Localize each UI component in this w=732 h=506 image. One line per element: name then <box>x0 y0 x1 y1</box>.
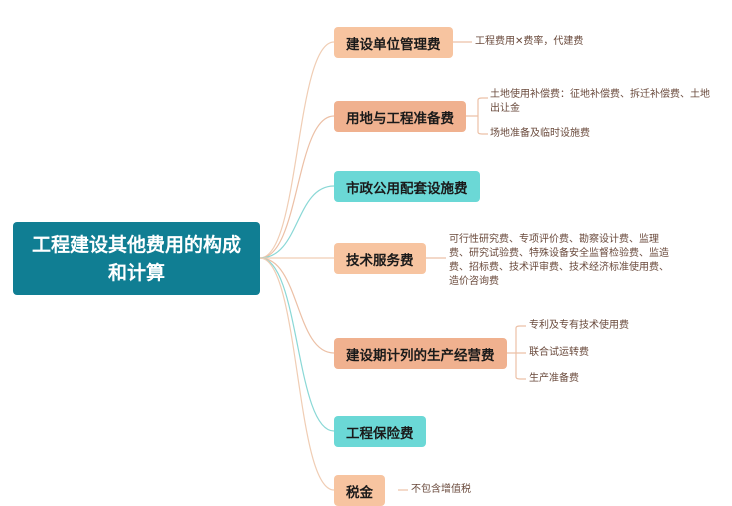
branch-label: 建设期计列的生产经营费 <box>346 347 495 364</box>
branch-municipal-facilities[interactable]: 市政公用配套设施费 <box>334 171 480 202</box>
root-label: 工程建设其他费用的构成和计算 <box>31 233 241 284</box>
root-node[interactable]: 工程建设其他费用的构成和计算 <box>13 222 260 295</box>
branch-label: 市政公用配套设施费 <box>346 180 468 197</box>
leaf-text: 可行性研究费、专项评价费、勘察设计费、监理费、研究试验费、特殊设备安全监督检验费… <box>449 234 669 287</box>
leaf-text: 专利及专有技术使用费 <box>529 320 629 331</box>
leaf-text: 不包含增值税 <box>411 484 471 495</box>
leaf-text: 联合试运转费 <box>529 347 589 358</box>
branch-insurance[interactable]: 工程保险费 <box>334 416 426 447</box>
branch-land-preparation[interactable]: 用地与工程准备费 <box>334 101 466 132</box>
leaf-text: 工程费用✕费率，代建费 <box>475 36 584 47</box>
branch-label: 用地与工程准备费 <box>346 110 454 127</box>
branch-production-operation[interactable]: 建设期计列的生产经营费 <box>334 338 507 369</box>
branch-label: 税金 <box>346 484 373 501</box>
branch-label: 工程保险费 <box>346 425 414 442</box>
leaf-text: 土地使用补偿费：征地补偿费、拆迁补偿费、土地出让金 <box>490 89 710 114</box>
branch-label: 建设单位管理费 <box>346 36 441 53</box>
branch-construction-management[interactable]: 建设单位管理费 <box>334 27 453 58</box>
leaf-text: 生产准备费 <box>529 373 579 384</box>
branch-technical-service[interactable]: 技术服务费 <box>334 243 426 274</box>
branch-label: 技术服务费 <box>346 252 414 269</box>
branch-tax[interactable]: 税金 <box>334 475 385 506</box>
leaf-text: 场地准备及临时设施费 <box>490 128 590 139</box>
